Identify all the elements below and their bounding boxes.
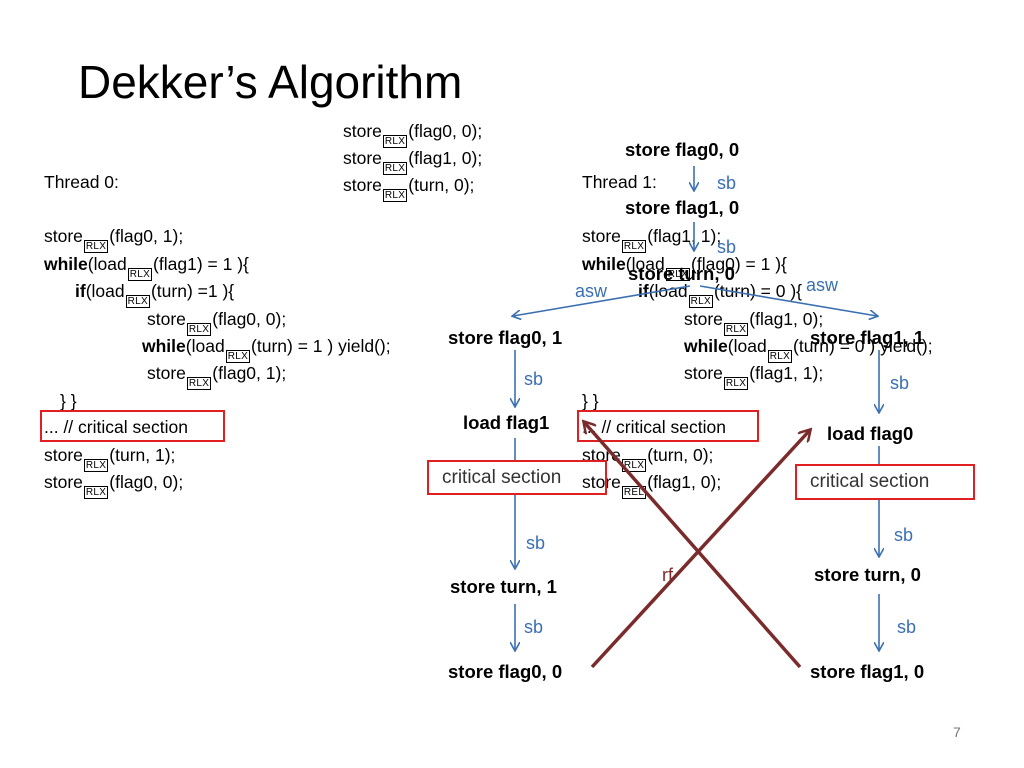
- rlx-tag: RLX: [83, 459, 109, 472]
- sb-label-top-2: sb: [717, 237, 737, 257]
- sb-label-right-3: sb: [897, 617, 917, 637]
- thread1-line-5: while(loadRLX(turn) = 0 ) yield();: [684, 336, 933, 363]
- sb-label-top-1: sb: [717, 173, 737, 193]
- right-critical-section-label: critical section: [810, 471, 930, 492]
- rlx-tag: RLX: [186, 377, 212, 390]
- node-store-flag1-0: store flag1, 0: [810, 661, 925, 682]
- rlx-tag: RLX: [83, 240, 109, 253]
- thread0-header: Thread 0:: [44, 172, 119, 192]
- thread0-critical-highlight: [40, 410, 225, 442]
- asw-edge-left: [513, 285, 691, 316]
- asw-edge-right: [699, 285, 877, 316]
- right-critical-section-box: [795, 464, 975, 500]
- asw-label-right: asw: [806, 275, 839, 295]
- sb-label-left-2: sb: [526, 533, 546, 553]
- rf-label: rf: [662, 565, 673, 585]
- rlx-tag: RLX: [688, 295, 713, 308]
- sb-label-right-2: sb: [894, 525, 914, 545]
- thread0-line-1: storeRLX(flag0, 1);: [44, 226, 184, 253]
- rlx-tag: RLX: [125, 295, 150, 308]
- rlx-tag: RLX: [723, 377, 749, 390]
- thread0-line-7: storeRLX(turn, 1);: [44, 445, 176, 472]
- thread1-line-8: storeREL(flag1, 0);: [582, 472, 722, 499]
- rlx-tag: RLX: [186, 323, 212, 336]
- rf-edge-to-load-flag0: [590, 430, 810, 669]
- asw-label-left: asw: [575, 281, 608, 301]
- rlx-tag: RLX: [83, 486, 109, 499]
- node-store-flag0-0-init: store flag0, 0: [625, 139, 740, 160]
- node-store-turn-0-init: store turn, 0: [628, 263, 735, 284]
- node-store-flag0-0: store flag0, 0: [448, 661, 563, 682]
- rlx-tag: RLX: [382, 189, 408, 202]
- thread0-line-3: if(loadRLX(turn) =1 ){: [75, 281, 235, 308]
- rlx-tag: RLX: [723, 323, 749, 336]
- slide-title: Dekker’s Algorithm: [78, 56, 463, 108]
- thread1-line-6: storeRLX(flag1, 1);: [684, 363, 824, 390]
- thread0-line-6: storeRLX(flag0, 1);: [147, 363, 287, 390]
- thread0-critical-section: ... // critical section: [44, 417, 188, 437]
- thread0-line-2: while(loadRLX(flag1) = 1 ){: [44, 254, 249, 281]
- init-line-2: storeRLX(flag1, 0);: [343, 148, 483, 175]
- thread0-line-8: storeRLX(flag0, 0);: [44, 472, 184, 499]
- node-store-turn-1: store turn, 1: [450, 576, 557, 597]
- node-store-flag1-1: store flag1, 1: [810, 327, 925, 348]
- thread1-critical-highlight: [577, 410, 759, 442]
- sb-label-left-3: sb: [524, 617, 544, 637]
- node-store-flag1-0-init: store flag1, 0: [625, 197, 740, 218]
- thread1-line-4: storeRLX(flag1, 0);: [684, 309, 824, 336]
- thread1-close-braces: } }: [582, 391, 599, 411]
- node-load-flag0: load flag0: [827, 423, 914, 444]
- page-number: 7: [953, 724, 961, 740]
- rlx-tag: RLX: [382, 135, 408, 148]
- init-line-3: storeRLX(turn, 0);: [343, 175, 475, 202]
- thread1-line-3: if(loadRLX(turn) = 0 ){: [638, 281, 803, 308]
- sb-label-right-1: sb: [890, 373, 910, 393]
- left-critical-section-box: [427, 460, 607, 495]
- node-store-flag0-1: store flag0, 1: [448, 327, 563, 348]
- thread1-line-7: storeRLX(turn, 0);: [582, 445, 714, 472]
- node-store-turn-0: store turn, 0: [814, 564, 921, 585]
- rlx-tag: RLX: [767, 350, 793, 363]
- thread1-line-1: storeRLX(flag1, 1);: [582, 226, 722, 253]
- thread1-line-2: while(loadRLX(flag0) = 1 ){: [582, 254, 787, 281]
- rlx-tag: RLX: [127, 268, 153, 281]
- sb-label-left-1: sb: [524, 369, 544, 389]
- thread0-line-5: while(loadRLX(turn) = 1 ) yield();: [142, 336, 391, 363]
- thread1-header: Thread 1:: [582, 172, 657, 192]
- rlx-tag: RLX: [382, 162, 408, 175]
- thread1-critical-section: ... // critical section: [582, 417, 726, 437]
- rlx-tag: RLX: [621, 240, 647, 253]
- rlx-tag: RLX: [225, 350, 251, 363]
- rf-edge-to-load-flag1: [584, 422, 802, 669]
- left-critical-section-label: critical section: [442, 467, 562, 488]
- thread0-close-braces: } }: [60, 391, 77, 411]
- init-line-1: storeRLX(flag0, 0);: [343, 121, 483, 148]
- node-load-flag1: load flag1: [463, 412, 550, 433]
- rlx-tag: RLX: [665, 268, 691, 281]
- thread0-line-4: storeRLX(flag0, 0);: [147, 309, 287, 336]
